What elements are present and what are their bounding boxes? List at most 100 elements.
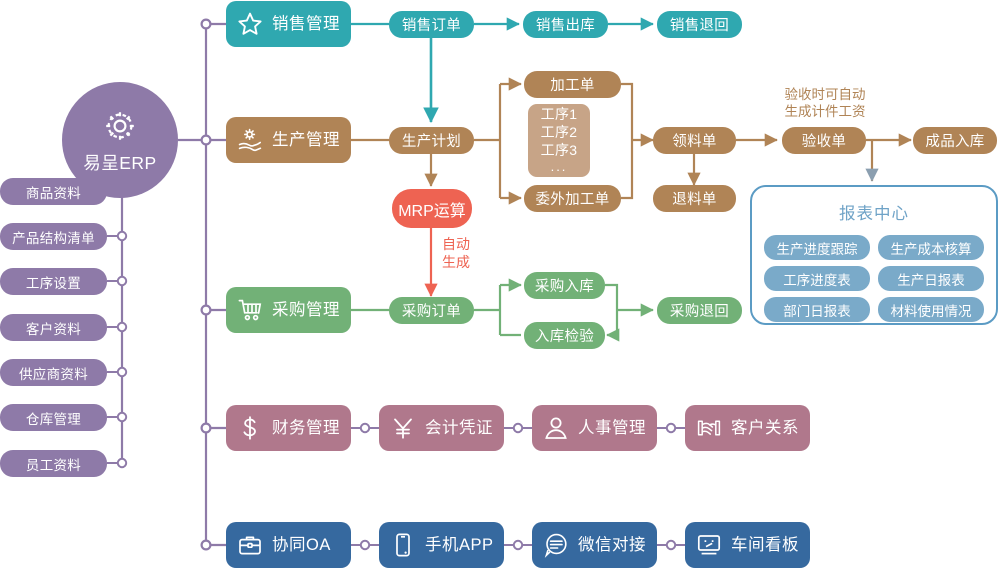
node-label: 生产计划 xyxy=(401,134,462,150)
process-item: 工序2 xyxy=(540,123,578,140)
sidebar-item-warehouse[interactable]: 仓库管理 xyxy=(0,404,107,431)
hub-label: 易呈ERP xyxy=(83,152,157,173)
gear-icon xyxy=(100,106,140,146)
sidebar-item-employee[interactable]: 员工资料 xyxy=(0,450,107,477)
module-sales[interactable]: 销售管理 xyxy=(226,1,351,47)
star-icon xyxy=(237,11,263,37)
module-accounting-voucher[interactable]: 会计凭证 xyxy=(379,405,504,451)
node-purchase-inbound[interactable]: 采购入库 xyxy=(524,272,605,299)
report-item-progress-tracking[interactable]: 生产进度跟踪 xyxy=(764,235,870,260)
inspection-note-line1: 验收时可自动 xyxy=(784,87,866,102)
module-label: 会计凭证 xyxy=(425,418,493,437)
node-label: 销售订单 xyxy=(401,18,462,34)
module-label: 销售管理 xyxy=(272,14,340,33)
module-wechat[interactable]: 微信对接 xyxy=(532,522,657,568)
report-center-panel: 报表中心 生产进度跟踪 生产成本核算 工序进度表 生产日报表 部门日报表 材料使… xyxy=(750,185,998,325)
node-outsourced-order[interactable]: 委外加工单 xyxy=(524,185,621,212)
module-label: 财务管理 xyxy=(272,418,340,437)
module-label: 人事管理 xyxy=(578,418,646,437)
sidebar-item-goods[interactable]: 商品资料 xyxy=(0,178,107,205)
node-label: 加工单 xyxy=(550,78,595,94)
sidebar-label: 供应商资料 xyxy=(19,366,88,382)
process-more: ... xyxy=(550,158,568,174)
node-purchase-order[interactable]: 采购订单 xyxy=(389,297,474,324)
node-inbound-check[interactable]: 入库检验 xyxy=(524,322,605,349)
module-label: 微信对接 xyxy=(578,535,646,554)
sidebar-label: 产品结构清单 xyxy=(12,230,95,246)
process-list[interactable]: 工序1 工序2 工序3 ... xyxy=(528,104,590,177)
mrp-note: 自动 生成 xyxy=(436,236,476,272)
node-label: 销售出库 xyxy=(535,18,596,34)
hand-gear-icon xyxy=(237,127,263,153)
node-material-return[interactable]: 退料单 xyxy=(653,185,736,212)
yuan-icon xyxy=(390,415,416,441)
node-purchase-return[interactable]: 采购退回 xyxy=(657,297,742,324)
mrp-note-line1: 自动 xyxy=(442,236,470,252)
node-label: 领料单 xyxy=(672,134,717,150)
module-oa[interactable]: 协同OA xyxy=(226,522,351,568)
module-label: 车间看板 xyxy=(731,535,799,554)
sidebar-label: 工序设置 xyxy=(25,275,82,291)
module-crm[interactable]: 客户关系 xyxy=(685,405,810,451)
report-item-daily-production[interactable]: 生产日报表 xyxy=(878,266,984,291)
module-mobile-app[interactable]: 手机APP xyxy=(379,522,504,568)
sidebar-label: 仓库管理 xyxy=(25,411,82,427)
process-item: 工序3 xyxy=(540,141,578,158)
node-label: 退料单 xyxy=(672,192,717,208)
report-item-process-progress[interactable]: 工序进度表 xyxy=(764,266,870,291)
node-finished-goods[interactable]: 成品入库 xyxy=(913,127,997,154)
node-label: 验收单 xyxy=(801,134,847,150)
node-production-plan[interactable]: 生产计划 xyxy=(389,127,474,154)
report-center-grid: 生产进度跟踪 生产成本核算 工序进度表 生产日报表 部门日报表 材料使用情况 xyxy=(752,224,996,322)
report-center-title: 报表中心 xyxy=(839,205,909,223)
inspection-note-line2: 生成计件工资 xyxy=(784,104,866,120)
inspection-note: 验收时可自动 生成计件工资 xyxy=(764,86,886,121)
sidebar-label: 商品资料 xyxy=(25,185,82,201)
node-material-requisition[interactable]: 领料单 xyxy=(653,127,736,154)
node-label: MRP运算 xyxy=(398,202,466,220)
handshake-icon xyxy=(696,415,722,441)
phone-icon xyxy=(390,532,416,558)
node-label: 销售退回 xyxy=(669,18,730,34)
mrp-note-line2: 生成 xyxy=(442,253,470,270)
module-label: 采购管理 xyxy=(272,300,340,319)
node-sales-order[interactable]: 销售订单 xyxy=(389,11,474,38)
node-label: 采购订单 xyxy=(401,304,462,320)
monitor-icon xyxy=(696,532,722,558)
report-item-dept-daily[interactable]: 部门日报表 xyxy=(764,297,870,322)
node-label: 成品入库 xyxy=(925,134,985,150)
module-workshop-board[interactable]: 车间看板 xyxy=(685,522,810,568)
module-finance[interactable]: 财务管理 xyxy=(226,405,351,451)
cart-icon xyxy=(237,297,263,323)
chat-icon xyxy=(543,532,569,558)
module-label: 客户关系 xyxy=(731,418,799,437)
sidebar-item-supplier[interactable]: 供应商资料 xyxy=(0,359,107,386)
process-item: 工序1 xyxy=(540,105,578,122)
sidebar-label: 员工资料 xyxy=(25,457,82,473)
sidebar-item-customer[interactable]: 客户资料 xyxy=(0,314,107,341)
report-item-material-usage[interactable]: 材料使用情况 xyxy=(878,297,984,322)
sidebar-item-process-setup[interactable]: 工序设置 xyxy=(0,268,107,295)
node-work-order[interactable]: 加工单 xyxy=(524,71,621,98)
module-label: 协同OA xyxy=(272,535,331,554)
node-label: 委外加工单 xyxy=(535,192,610,208)
node-label: 采购退回 xyxy=(669,304,730,320)
briefcase-icon xyxy=(237,532,263,558)
hub-erp[interactable]: 易呈ERP xyxy=(62,82,178,198)
module-hr[interactable]: 人事管理 xyxy=(532,405,657,451)
node-sales-outbound[interactable]: 销售出库 xyxy=(523,11,608,38)
node-inspection[interactable]: 验收单 xyxy=(782,127,866,154)
node-label: 采购入库 xyxy=(534,279,595,295)
dollar-icon xyxy=(237,415,263,441)
node-label: 入库检验 xyxy=(534,329,595,345)
node-sales-return[interactable]: 销售退回 xyxy=(657,11,742,38)
sidebar-label: 客户资料 xyxy=(25,321,82,337)
module-purchase[interactable]: 采购管理 xyxy=(226,287,351,333)
node-mrp[interactable]: MRP运算 xyxy=(392,189,472,228)
module-production[interactable]: 生产管理 xyxy=(226,117,351,163)
module-label: 生产管理 xyxy=(272,130,340,149)
sidebar-item-bom[interactable]: 产品结构清单 xyxy=(0,223,107,250)
report-item-cost-accounting[interactable]: 生产成本核算 xyxy=(878,235,984,260)
